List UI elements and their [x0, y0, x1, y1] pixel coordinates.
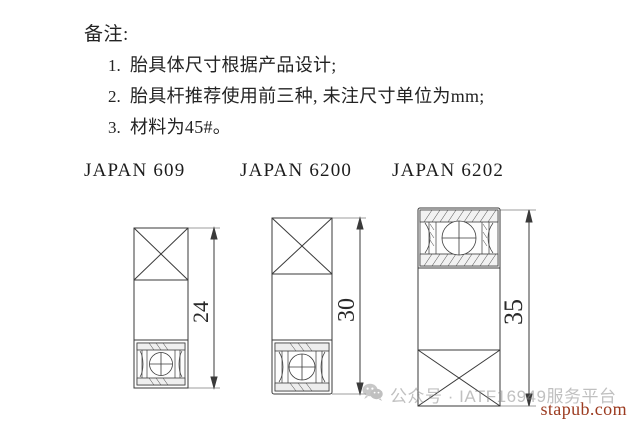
note-item: 3. 材料为45#。 — [84, 112, 604, 143]
dimension-line-24 — [188, 226, 220, 390]
note-text: 材料为45#。 — [130, 117, 232, 137]
bearing-section-6202 — [419, 209, 499, 267]
bearing-section-6200 — [274, 342, 330, 392]
drawing-figure-6200: 30 — [266, 212, 386, 407]
notes-block: 备注: 1. 胎具体尺寸根据产品设计; 2. 胎具杆推荐使用前三种, 未注尺寸单… — [84, 20, 604, 143]
watermark-text: 公众号 · IATF16949服务平台 — [390, 387, 617, 406]
bearing-section-609 — [136, 342, 186, 386]
dimension-line-35 — [500, 209, 536, 407]
wechat-icon — [362, 383, 384, 406]
note-number: 2. — [108, 87, 121, 106]
drawing-label: JAPAN 6202 — [392, 160, 505, 181]
drawing-figure-609: 24 — [128, 222, 238, 402]
drawing-label: JAPAN 6200 — [240, 160, 353, 181]
watermark: 公众号 · IATF16949服务平台 — [362, 382, 616, 407]
notes-title: 备注: — [84, 24, 129, 45]
bearing-fixture-6202-svg: 35 — [417, 207, 536, 407]
bearing-fixture-609-svg: 24 — [133, 226, 220, 390]
note-item: 1. 胎具体尺寸根据产品设计; — [84, 50, 604, 81]
dimension-value-30: 30 — [334, 298, 360, 322]
note-number: 3. — [108, 118, 121, 137]
dimension-value-35: 35 — [499, 299, 528, 325]
note-text: 胎具杆推荐使用前三种, 未注尺寸单位为mm; — [130, 86, 485, 106]
bearing-fixture-6200-svg: 30 — [271, 216, 366, 396]
note-number: 1. — [108, 56, 121, 75]
dimension-line-30 — [332, 216, 366, 396]
note-text: 胎具体尺寸根据产品设计; — [130, 55, 337, 75]
dimension-value-24: 24 — [188, 301, 213, 323]
site-credit: stapub.com — [540, 399, 627, 419]
drawing-figure-6202: 35 — [412, 202, 552, 417]
drawings-row: JAPAN 609 — [0, 160, 633, 410]
drawing-label: JAPAN 609 — [84, 160, 186, 181]
note-item: 2. 胎具杆推荐使用前三种, 未注尺寸单位为mm; — [84, 81, 604, 112]
